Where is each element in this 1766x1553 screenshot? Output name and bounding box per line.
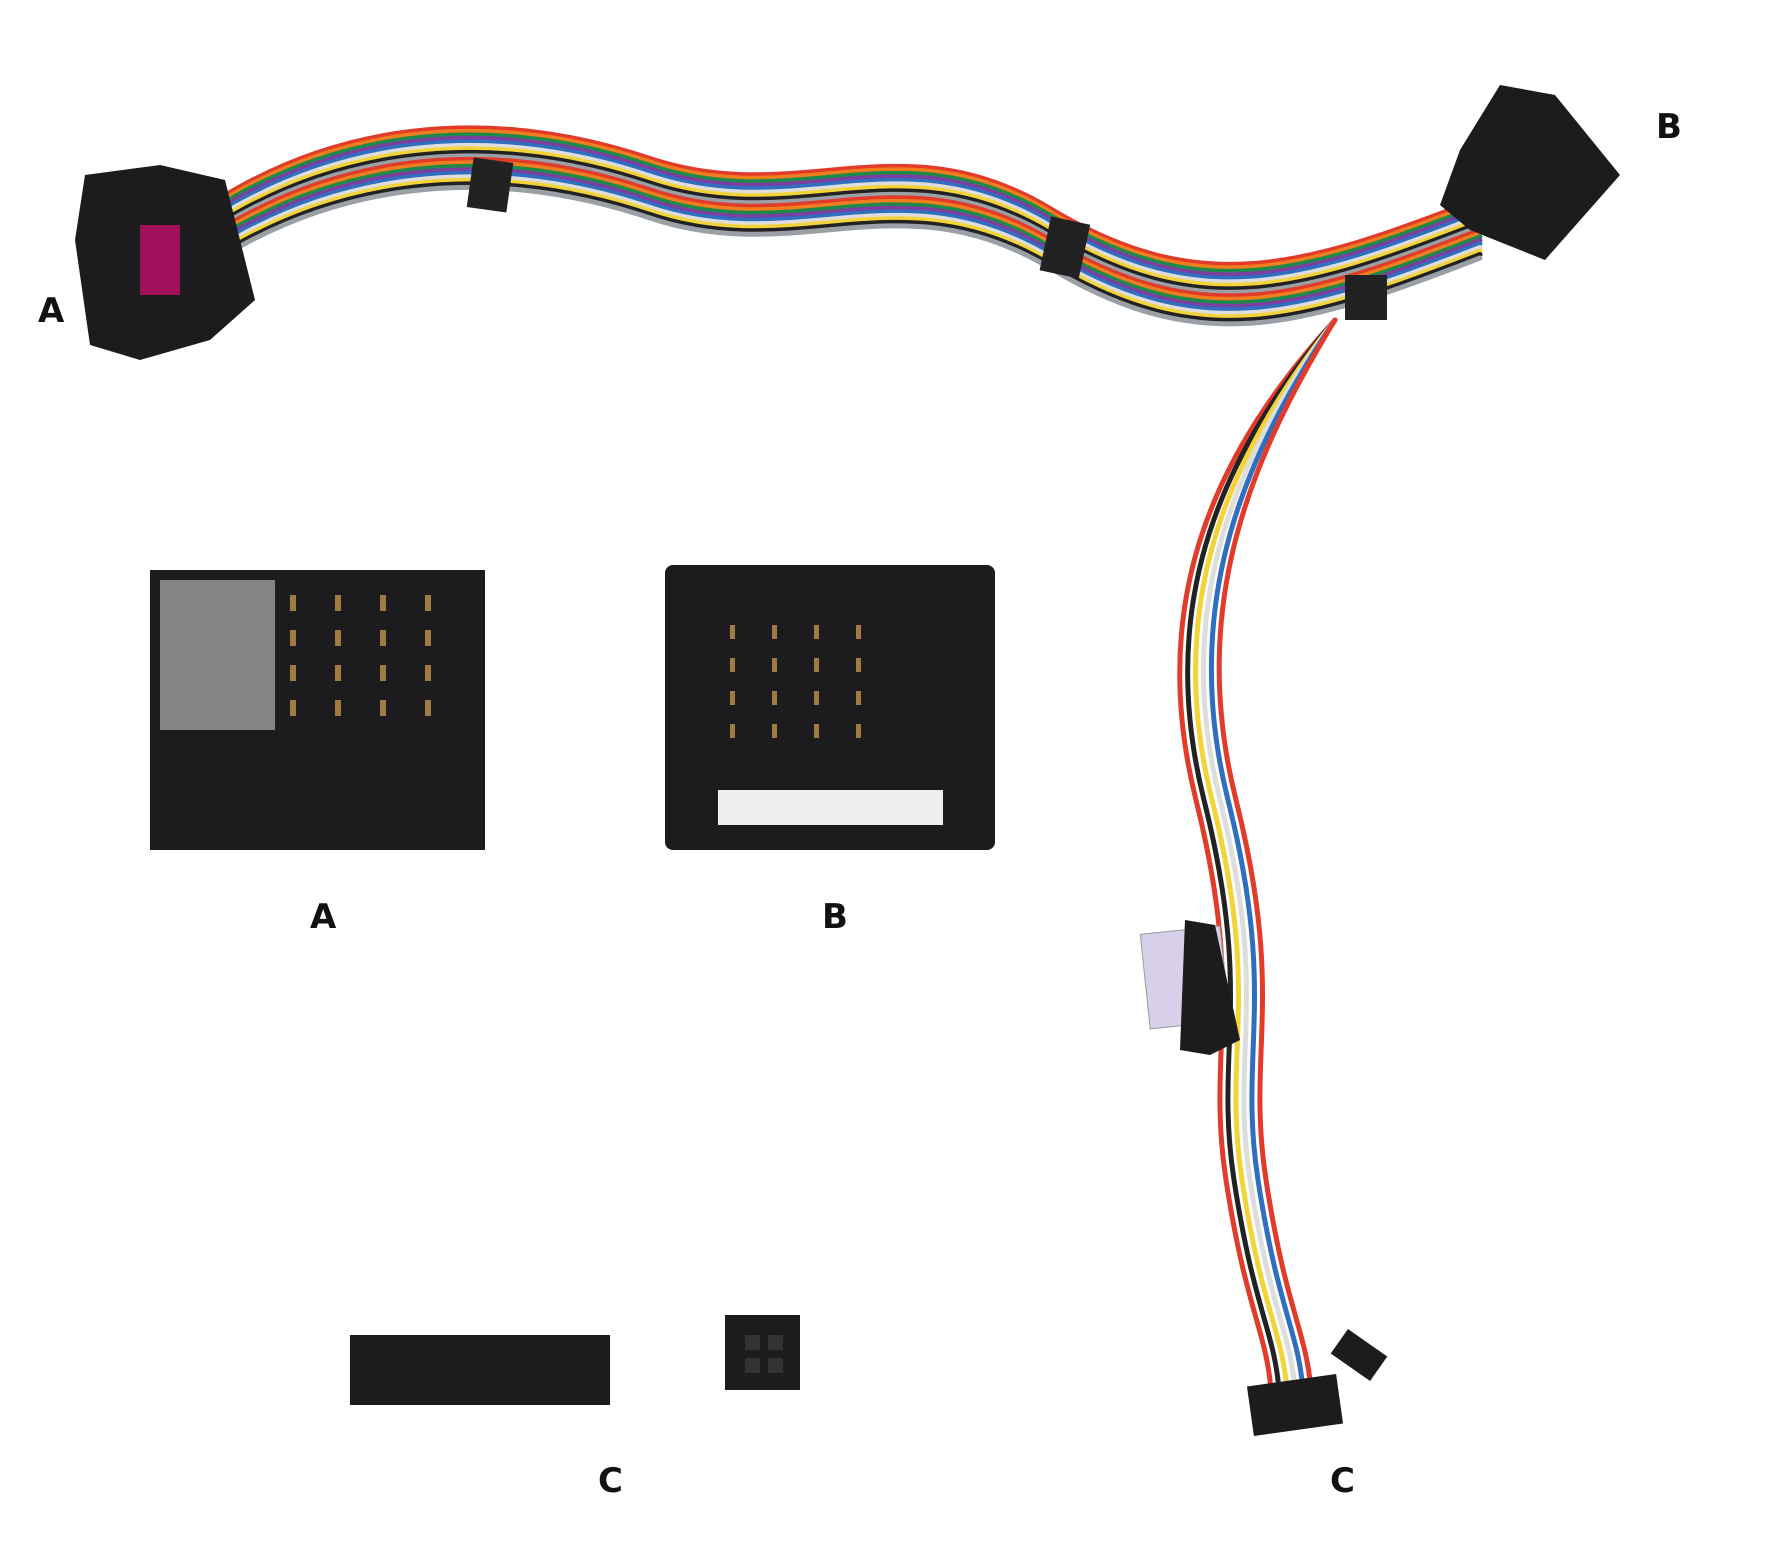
pin <box>856 625 861 639</box>
detail-connector-b <box>665 565 995 850</box>
pin <box>814 724 819 738</box>
main-wire-bundle <box>217 125 1483 327</box>
tape-wrap <box>466 157 514 213</box>
wire <box>217 167 1483 309</box>
pin <box>290 595 296 611</box>
pin <box>814 625 819 639</box>
pin <box>335 665 341 681</box>
wire <box>1208 317 1338 1393</box>
pin <box>772 691 777 705</box>
pin <box>856 724 861 738</box>
label-detail-b: B <box>822 897 848 937</box>
wire <box>217 128 1483 271</box>
wire <box>217 149 1483 292</box>
pin <box>814 691 819 705</box>
pin <box>772 724 777 738</box>
label-detail-c: C <box>598 1461 623 1501</box>
wire <box>217 156 1483 299</box>
detail-connector-a <box>150 570 485 850</box>
connector-a-lock <box>140 225 180 295</box>
wire <box>217 184 1483 327</box>
connector-a <box>75 165 255 360</box>
label-connector-c: C <box>1330 1461 1355 1501</box>
detail-connector-c <box>350 1315 800 1405</box>
wire <box>217 142 1483 285</box>
wire <box>1216 317 1338 1393</box>
wire <box>217 181 1483 323</box>
pin <box>380 630 386 646</box>
pin <box>856 691 861 705</box>
wire <box>217 125 1483 267</box>
pin <box>380 700 386 716</box>
pin <box>730 724 735 738</box>
tape-wrap <box>1345 275 1387 320</box>
tape-wrap <box>1039 216 1091 279</box>
wire <box>217 139 1483 281</box>
wire <box>217 174 1483 316</box>
wire <box>217 146 1483 288</box>
wire <box>1193 317 1338 1393</box>
pin <box>290 630 296 646</box>
pin <box>425 595 431 611</box>
branch-wire-bundle <box>1177 317 1338 1393</box>
pin <box>290 665 296 681</box>
inline-fuse-holder <box>1139 920 1240 1055</box>
pin <box>425 665 431 681</box>
wire <box>217 160 1483 302</box>
pin <box>380 665 386 681</box>
pin <box>730 625 735 639</box>
wire <box>217 163 1483 306</box>
pin <box>730 691 735 705</box>
wire <box>217 153 1483 295</box>
connector-b <box>1440 85 1620 260</box>
wire <box>1201 317 1338 1393</box>
pin <box>425 630 431 646</box>
label-connector-a: A <box>38 291 65 331</box>
pin <box>856 658 861 672</box>
pin <box>730 658 735 672</box>
pin <box>814 658 819 672</box>
wire <box>217 135 1483 278</box>
pin <box>335 630 341 646</box>
wire <box>217 177 1483 320</box>
pin <box>772 625 777 639</box>
pin <box>772 658 777 672</box>
label-detail-a: A <box>310 897 337 937</box>
pin <box>290 700 296 716</box>
pin <box>425 700 431 716</box>
wire <box>217 170 1483 313</box>
label-connector-b: B <box>1656 107 1682 147</box>
pin <box>335 595 341 611</box>
connector-c <box>1246 1328 1388 1437</box>
wire <box>217 132 1483 274</box>
pin <box>335 700 341 716</box>
wire <box>1185 317 1338 1393</box>
pin <box>380 595 386 611</box>
